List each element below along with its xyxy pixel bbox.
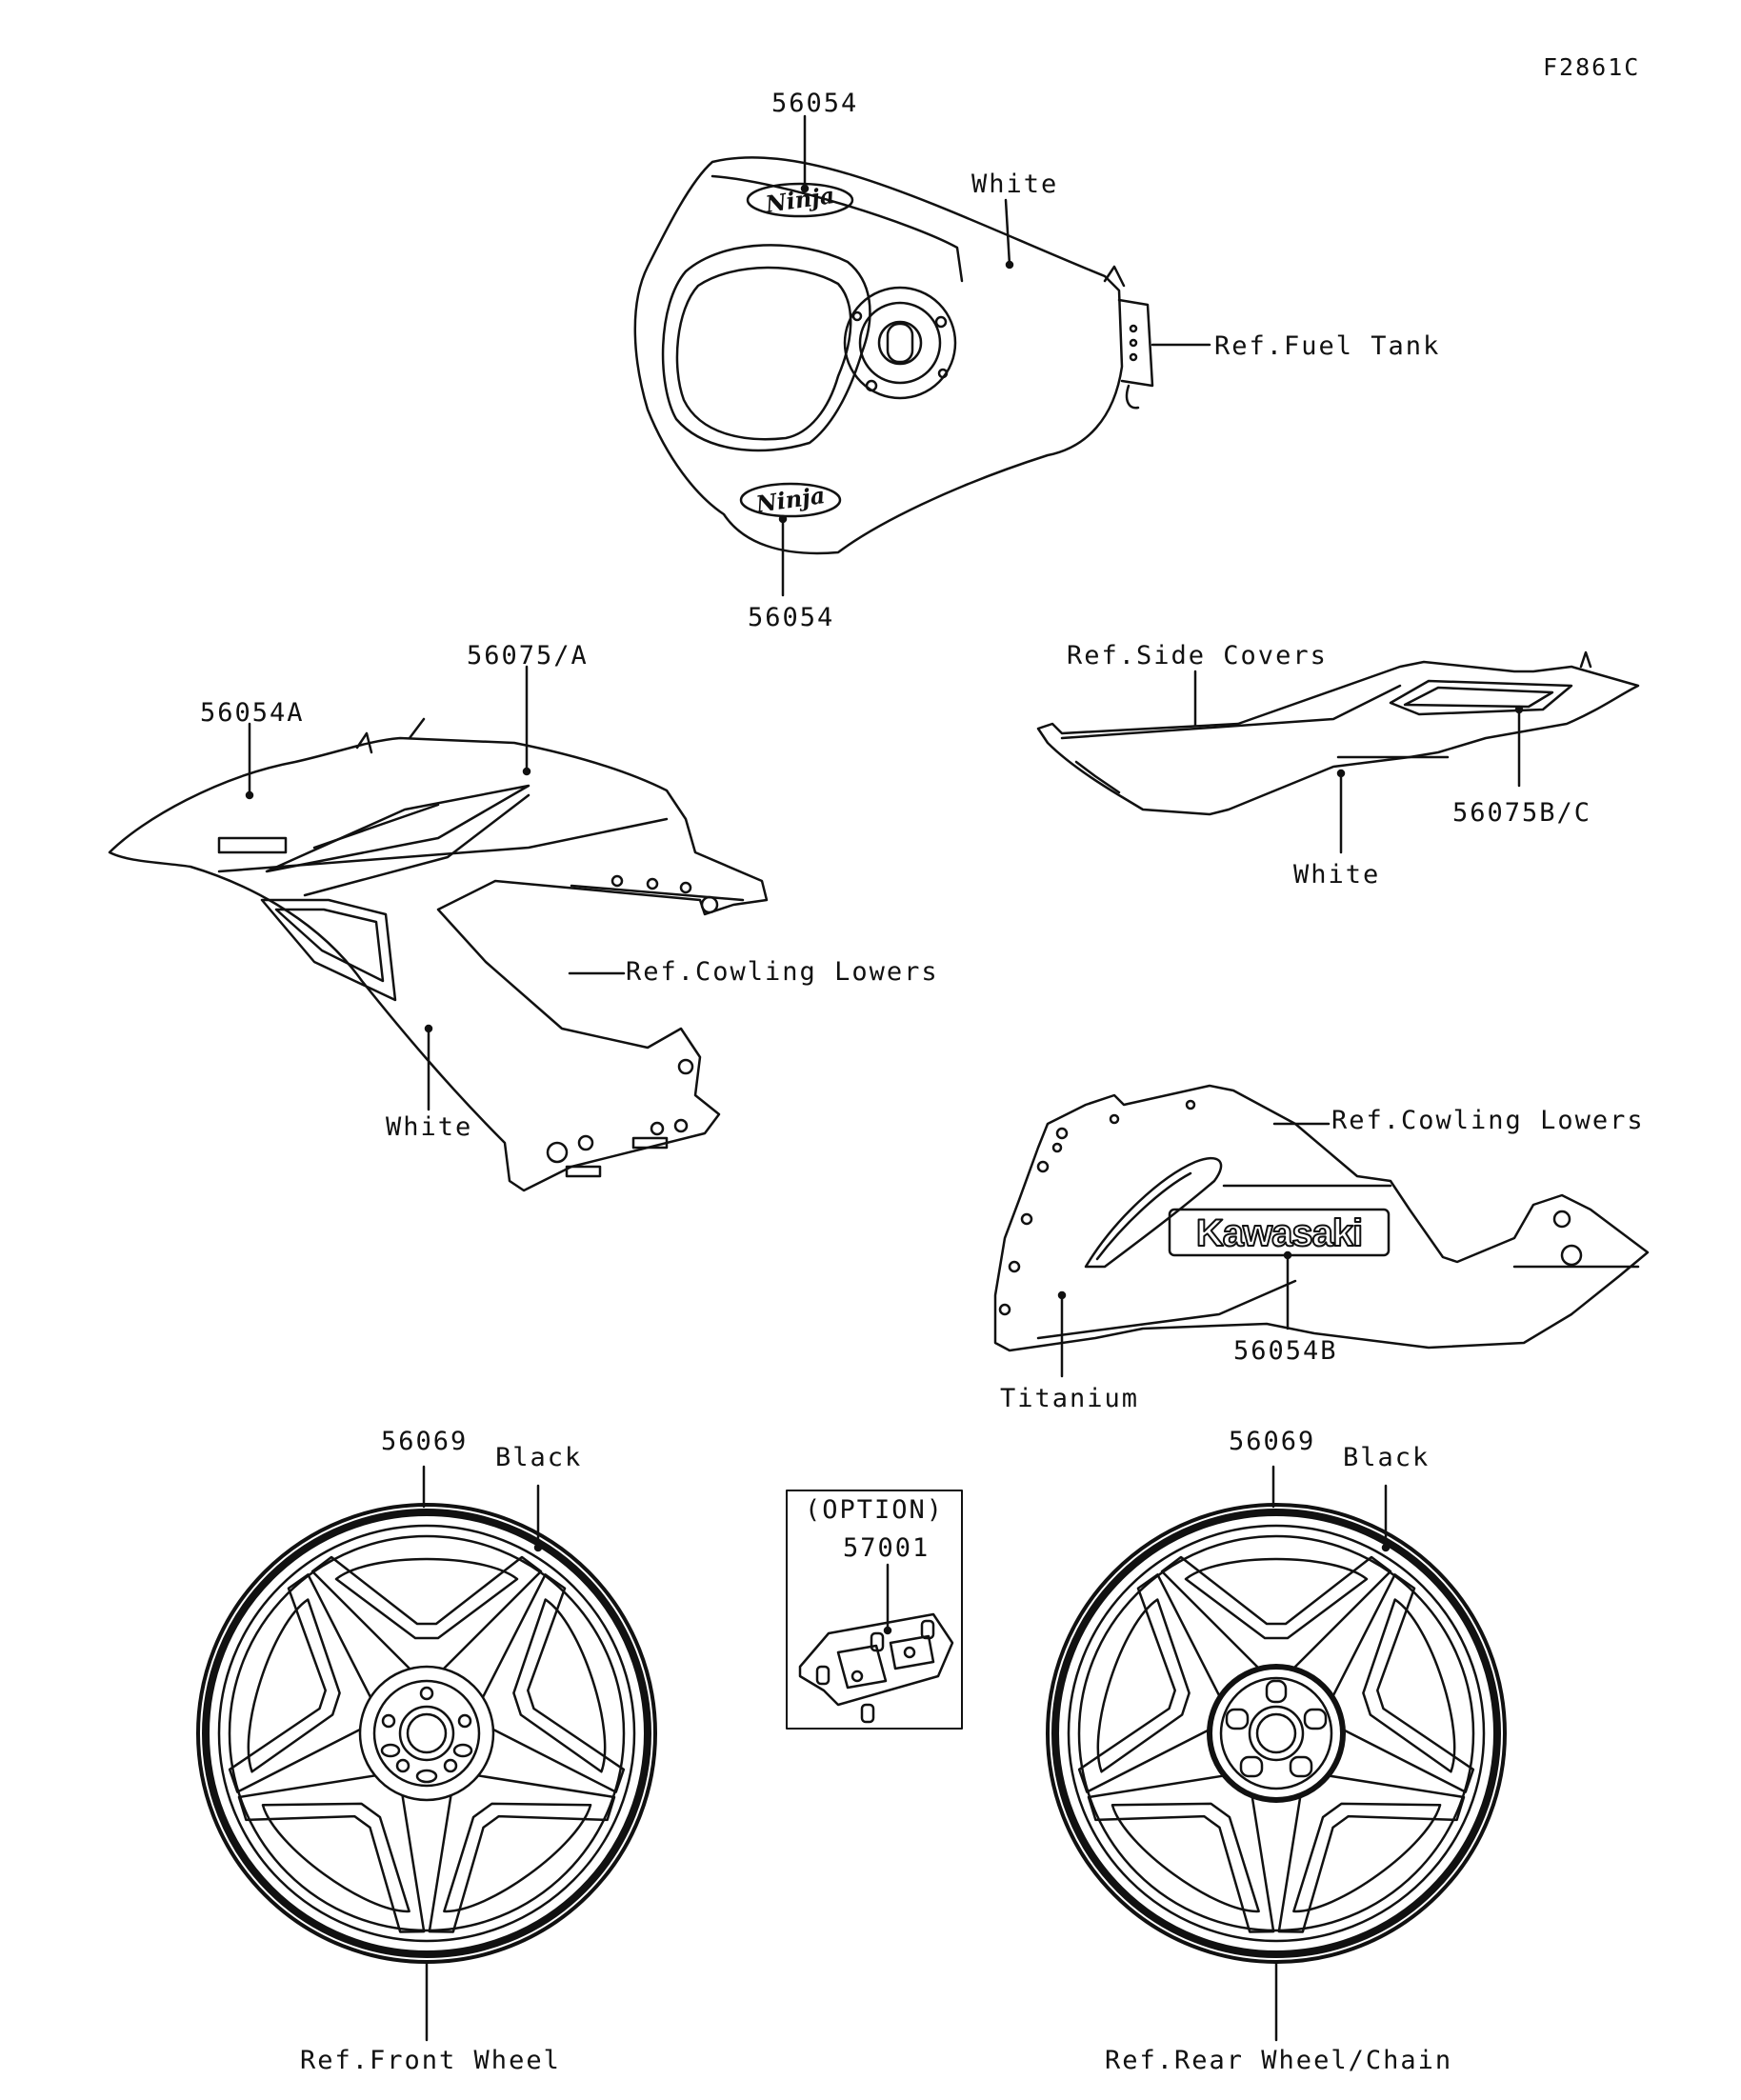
cowl-upper-ref-label[interactable]: Ref.Cowling Lowers	[626, 957, 939, 987]
rear-wheel-color-label: Black	[1343, 1443, 1431, 1472]
upper-cowl-drawing	[108, 717, 769, 1192]
rear-wheel-part-number[interactable]: 56069	[1229, 1427, 1316, 1456]
tank-top-part-number[interactable]: 56054	[771, 89, 859, 118]
lower-cowl-part-number[interactable]: 56054B	[1233, 1336, 1338, 1366]
option-box	[786, 1490, 963, 1730]
cowl-upper-left-part-number[interactable]: 56054A	[200, 698, 305, 728]
cowl-upper-color-label: White	[386, 1112, 473, 1142]
side-cover-drawing	[1036, 650, 1640, 816]
tank-color-label: White	[971, 170, 1059, 199]
figure-id: F2861C	[1543, 53, 1641, 81]
fuel-tank-drawing	[633, 156, 1211, 555]
front-wheel-drawing	[196, 1503, 657, 1964]
side-cover-part-number[interactable]: 56075B/C	[1452, 798, 1592, 828]
option-part-drawing	[798, 1612, 954, 1724]
lower-cowl-logo: Kawasaki	[1196, 1212, 1362, 1254]
tank-bottom-part-number[interactable]: 56054	[748, 603, 835, 632]
rear-wheel-ref-label[interactable]: Ref.Rear Wheel/Chain	[1105, 2046, 1453, 2075]
rear-wheel-drawing	[1046, 1503, 1507, 1964]
option-part-number[interactable]: 57001	[843, 1533, 931, 1563]
tank-ref-label[interactable]: Ref.Fuel Tank	[1214, 331, 1441, 361]
lower-cowl-color-label: Titanium	[1000, 1384, 1140, 1413]
side-cover-color-label: White	[1293, 860, 1381, 890]
lower-cowl-drawing	[993, 1084, 1650, 1352]
front-wheel-part-number[interactable]: 56069	[381, 1427, 469, 1456]
cowl-upper-center-part-number[interactable]: 56075/A	[467, 641, 589, 670]
lower-cowl-ref-label[interactable]: Ref.Cowling Lowers	[1331, 1106, 1645, 1135]
side-cover-ref-label[interactable]: Ref.Side Covers	[1067, 641, 1328, 670]
front-wheel-ref-label[interactable]: Ref.Front Wheel	[300, 2046, 561, 2075]
option-heading: (OPTION)	[805, 1495, 945, 1525]
front-wheel-color-label: Black	[495, 1443, 583, 1472]
